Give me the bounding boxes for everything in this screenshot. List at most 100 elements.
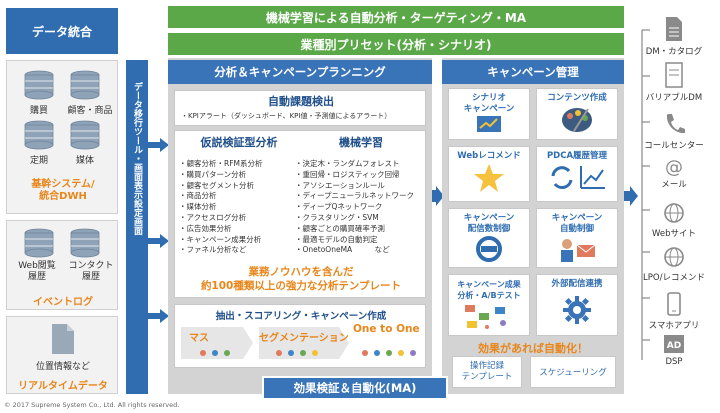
scheduling-label: スケジューリング xyxy=(539,368,607,378)
globe-icon xyxy=(664,203,684,223)
ml-list: ・決定木・ランダムフォレスト ・重回帰・ロジスティック回帰 ・アソシエーションル… xyxy=(295,159,427,256)
base-item-purchase: 購買 xyxy=(29,106,48,116)
ml-item: ・重回帰・ロジスティック回帰 xyxy=(295,169,400,179)
to-campaign-arrow xyxy=(432,186,444,206)
ad-icon: AD xyxy=(664,335,684,353)
base-system-title: 基幹システム/ 統合DWH xyxy=(7,179,119,203)
auto-issue-box: 自動課題検出 ・KPIアラート（ダッシュボード、KPI値・予測値によるアラート） xyxy=(174,90,426,126)
to-channels-arrow xyxy=(624,186,638,206)
hypothesis-list: ・顧客分析・RFM系分析 ・購買パターン分析 ・顧客セグメント分析 ・商品分析 … xyxy=(179,159,297,256)
realtime-item: 位置情報など xyxy=(35,362,90,372)
channel-website: Webサイト xyxy=(634,202,714,239)
channel-mail: @ メール xyxy=(634,158,714,191)
campaign-box-ab-test: キャンペーン成果 分析・A/Bテスト xyxy=(448,274,530,336)
channel-dm-catalog: DM・カタログ xyxy=(634,16,714,57)
top-bar-preset-label: 業種別プリセット(分析・シナリオ) xyxy=(300,37,492,52)
campaign-box-label: シナリオ キャンペーン xyxy=(463,93,515,114)
ml-item: ・ディープニューラルネットワーク xyxy=(295,191,415,201)
auto-issue-title: 自動課題検出 xyxy=(268,95,334,108)
event-item-contact: コンタクト 履歴 xyxy=(68,261,114,282)
channel-smartphone-app: スマホアプリ xyxy=(634,292,714,331)
campaign-box-label: Webレコメンド xyxy=(457,151,521,161)
channel-call-center: コールセンター xyxy=(634,112,714,151)
realtime-title: リアルタイムデータ xyxy=(18,381,108,392)
campaign-box-web-recommend: Webレコメンド xyxy=(448,146,530,202)
channel-label: LPO/レコメンド xyxy=(643,273,705,283)
hypothesis-item: ・顧客セグメント分析 xyxy=(179,180,254,190)
event-log-title: イベントログ xyxy=(33,297,93,308)
extraction-title: 抽出・スコアリング・キャンペーン作成 xyxy=(215,311,387,322)
auto-control-icon xyxy=(561,239,596,262)
analysis-methods-box: 仮説検証型分析 機械学習 ・顧客分析・RFM系分析 ・購買パターン分析 ・顧客セ… xyxy=(174,130,426,298)
smartphone-icon xyxy=(667,292,681,316)
effect-verification-bar: 効果検証＆自動化(MA) xyxy=(262,376,448,400)
analysis-header-label: 分析＆キャンペーンプランニング xyxy=(214,65,386,79)
channel-dsp: AD DSP xyxy=(634,334,714,367)
hypothesis-item: ・顧客分析・RFM系分析 xyxy=(179,159,263,168)
event-item-web: Web閲覧 履歴 xyxy=(18,261,56,282)
channel-label: バリアブルDM xyxy=(645,93,703,103)
gear-icon xyxy=(563,296,591,324)
svg-text:AD: AD xyxy=(667,341,681,351)
ml-item: ・ディープQネットワーク xyxy=(295,202,383,212)
hypothesis-item: ・キャンペーン成果分析 xyxy=(179,234,262,244)
campaign-box-pdca: PDCA履歴管理 xyxy=(536,146,618,202)
top-bar-preset: 業種別プリセット(分析・シナリオ) xyxy=(168,33,624,55)
campaign-box-label: 外部配信連携 xyxy=(551,279,603,289)
copyright: © 2017 Supreme System Co., Ltd. All righ… xyxy=(4,401,180,409)
template-note: 業務ノウハウを含んだ 約100種類以上の強力な分析テンプレート xyxy=(200,266,402,292)
campaign-box-label: キャンペーン成果 分析・A/Bテスト xyxy=(457,280,521,300)
star-icon xyxy=(474,164,504,192)
channel-lpo-recommend: LPO/レコメンド xyxy=(634,246,714,283)
campaign-box-content: コンテンツ作成 xyxy=(536,88,618,140)
channel-bracket xyxy=(641,29,650,360)
phone-icon xyxy=(666,114,685,134)
data-integration-header: データ統合 xyxy=(6,8,118,54)
hypothesis-item: ・媒体分析 xyxy=(179,202,217,212)
data-integration-label: データ統合 xyxy=(31,24,92,39)
prohibit-icon xyxy=(476,236,502,262)
base-system-title-text: 基幹システム/ 統合DWH xyxy=(31,179,95,202)
segmentation-label: セグメンテーション xyxy=(259,333,349,344)
hypothesis-item: ・広告効果分析 xyxy=(179,223,232,233)
database-icons xyxy=(24,70,100,150)
extraction-box: 抽出・スコアリング・キャンペーン作成 マス セグメンテーション One to O… xyxy=(174,304,426,368)
operation-template-box: 操作記録 テンプレート xyxy=(452,356,522,388)
palette-icon xyxy=(562,108,592,132)
ab-test-icon xyxy=(465,305,506,329)
campaign-box-external: 外部配信連携 xyxy=(536,274,618,336)
top-bar-ml: 機械学習による自動分析・ターゲティング・MA xyxy=(168,6,624,28)
variable-dm-icon xyxy=(665,62,683,88)
hypothesis-item: ・アクセスログ分析 xyxy=(179,212,247,222)
hypothesis-item: ・商品分析 xyxy=(179,191,217,201)
globe-icon xyxy=(664,247,684,267)
campaign-header: キャンペーン管理 xyxy=(442,60,624,84)
hypothesis-item: ・購買パターン分析 xyxy=(179,169,247,179)
campaign-header-label: キャンペーン管理 xyxy=(487,65,579,79)
campaign-box-label: コンテンツ作成 xyxy=(547,93,607,103)
input-arrows xyxy=(148,138,169,323)
top-bar-ml-label: 機械学習による自動分析・ターゲティング・MA xyxy=(265,10,527,25)
document-icon xyxy=(666,17,682,41)
campaign-box-auto-control: キャンペーン 自動制御 xyxy=(536,208,618,268)
cycle-chart-icon xyxy=(551,166,605,189)
channel-variable-dm: バリアブルDM xyxy=(634,62,714,103)
scheduling-box: スケジューリング xyxy=(530,356,616,388)
scenario-icon xyxy=(477,116,501,132)
channel-label: DM・カタログ xyxy=(645,47,703,57)
one-to-one-label: One to One xyxy=(353,323,420,335)
hypothesis-title: 仮説検証型分析 xyxy=(200,136,278,149)
base-item-media: 媒体 xyxy=(75,156,94,166)
channel-label: Webサイト xyxy=(651,229,697,239)
campaign-box-delivery-count: キャンペーン 配信数制御 xyxy=(448,208,530,268)
base-system-panel: 購買 顧客・商品 定期 媒体 基幹システム/ 統合DWH xyxy=(6,60,118,214)
migration-tool-bar: データ移行ツール・画面表示設定画面 xyxy=(126,60,148,394)
operation-template-label: 操作記録 テンプレート xyxy=(461,361,513,382)
ml-item: ・OnetoOneMA など xyxy=(295,245,390,255)
campaign-box-label: キャンペーン 配信数制御 xyxy=(463,213,515,234)
base-item-customer: 顧客・商品 xyxy=(67,106,113,116)
realtime-panel: 位置情報など リアルタイムデータ xyxy=(6,316,118,394)
channel-label: メール xyxy=(661,180,687,190)
ml-title: 機械学習 xyxy=(339,136,383,149)
event-database-icons xyxy=(24,228,100,258)
